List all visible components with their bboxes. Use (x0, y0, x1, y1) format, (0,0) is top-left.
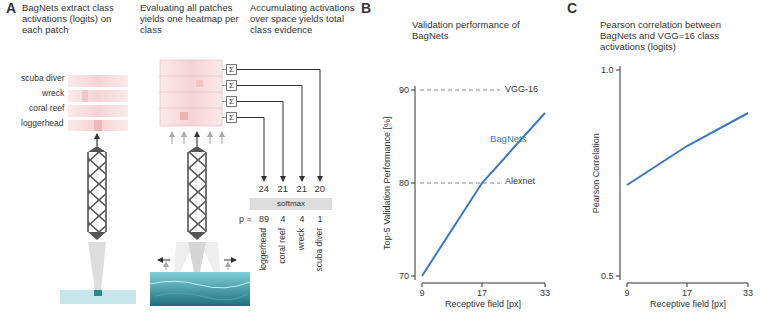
softmax-bar: softmax (250, 198, 332, 210)
tick-label: 9 (420, 288, 425, 298)
node-text: softmax (277, 200, 305, 208)
probability-value: 89 (259, 214, 269, 224)
class-name: scuba diver (21, 74, 64, 84)
node-text: Σ (229, 82, 234, 90)
panel-caption: Evaluating all patches yields one heatma… (140, 3, 244, 36)
class-name: scuba diver (315, 228, 325, 271)
panel-letter: A (6, 0, 16, 16)
reference-label: Alexnet (505, 176, 535, 186)
data-line (627, 113, 748, 185)
probability-label: p = (239, 214, 252, 224)
tick-label: 33 (743, 288, 753, 298)
class-name: loggerhead (259, 228, 269, 271)
tick-label: 33 (540, 288, 550, 298)
reference-line (420, 183, 500, 184)
tick-label: 9 (625, 288, 630, 298)
node-text: Σ (229, 98, 234, 106)
node-text: Σ (229, 66, 234, 74)
tick-label: 1.0 (601, 65, 614, 75)
patch-arrows (172, 132, 222, 146)
probability-value: 4 (281, 214, 286, 224)
network-symbol (88, 146, 106, 290)
sum-box: Σ (226, 112, 237, 123)
node-text: Σ (229, 114, 234, 122)
logit-value: 20 (315, 184, 326, 195)
sum-box: Σ (226, 80, 237, 91)
logit-value: 21 (297, 184, 308, 195)
series-label: BagNets (490, 134, 526, 145)
input-image (150, 272, 250, 306)
axis-title: Pearson Correlation (591, 133, 601, 213)
chart-title: Validation performance of BagNets (412, 20, 542, 42)
data-line (422, 113, 545, 276)
chart-title: Pearson correlation between BagNets and … (600, 20, 758, 53)
logit-value: 24 (259, 184, 270, 195)
panel-caption: Accumulating activations over space yiel… (250, 3, 358, 36)
tick-label: 90 (399, 85, 409, 95)
panel-letter: B (361, 0, 371, 16)
reference-label: VGG-16 (505, 84, 538, 94)
tick-label: 70 (399, 271, 409, 281)
probability-value: 4 (300, 214, 305, 224)
class-name: wreck (42, 89, 64, 99)
class-name: coral reef (29, 104, 64, 114)
tick-label: 0.5 (601, 271, 614, 281)
reference-line (420, 90, 500, 91)
axis-title: Top-5 Validation Performance [%] (381, 116, 391, 249)
tick-label: 17 (682, 288, 692, 298)
network-symbol (158, 146, 236, 272)
patch-logits (68, 75, 128, 131)
chart-axes (616, 66, 748, 287)
sum-box: Σ (226, 96, 237, 107)
input-image (60, 290, 136, 304)
class-name: loggerhead (21, 119, 64, 129)
chart-axes (411, 86, 545, 287)
panel-caption: BagNets extract class activations (logit… (22, 3, 134, 36)
logit-value: 21 (278, 184, 289, 195)
evidence-lines (237, 70, 320, 182)
tick-label: 80 (399, 178, 409, 188)
probability-value: 1 (318, 214, 323, 224)
class-name: coral reef (278, 228, 288, 263)
sum-box: Σ (226, 64, 237, 75)
class-name: wreck (297, 228, 307, 250)
axis-title: Receptive field [px] (650, 299, 726, 309)
tick-label: 17 (477, 288, 487, 298)
axis-title: Receptive field [px] (445, 299, 521, 309)
heatmap-stack (160, 60, 226, 126)
panel-letter: C (567, 0, 577, 16)
